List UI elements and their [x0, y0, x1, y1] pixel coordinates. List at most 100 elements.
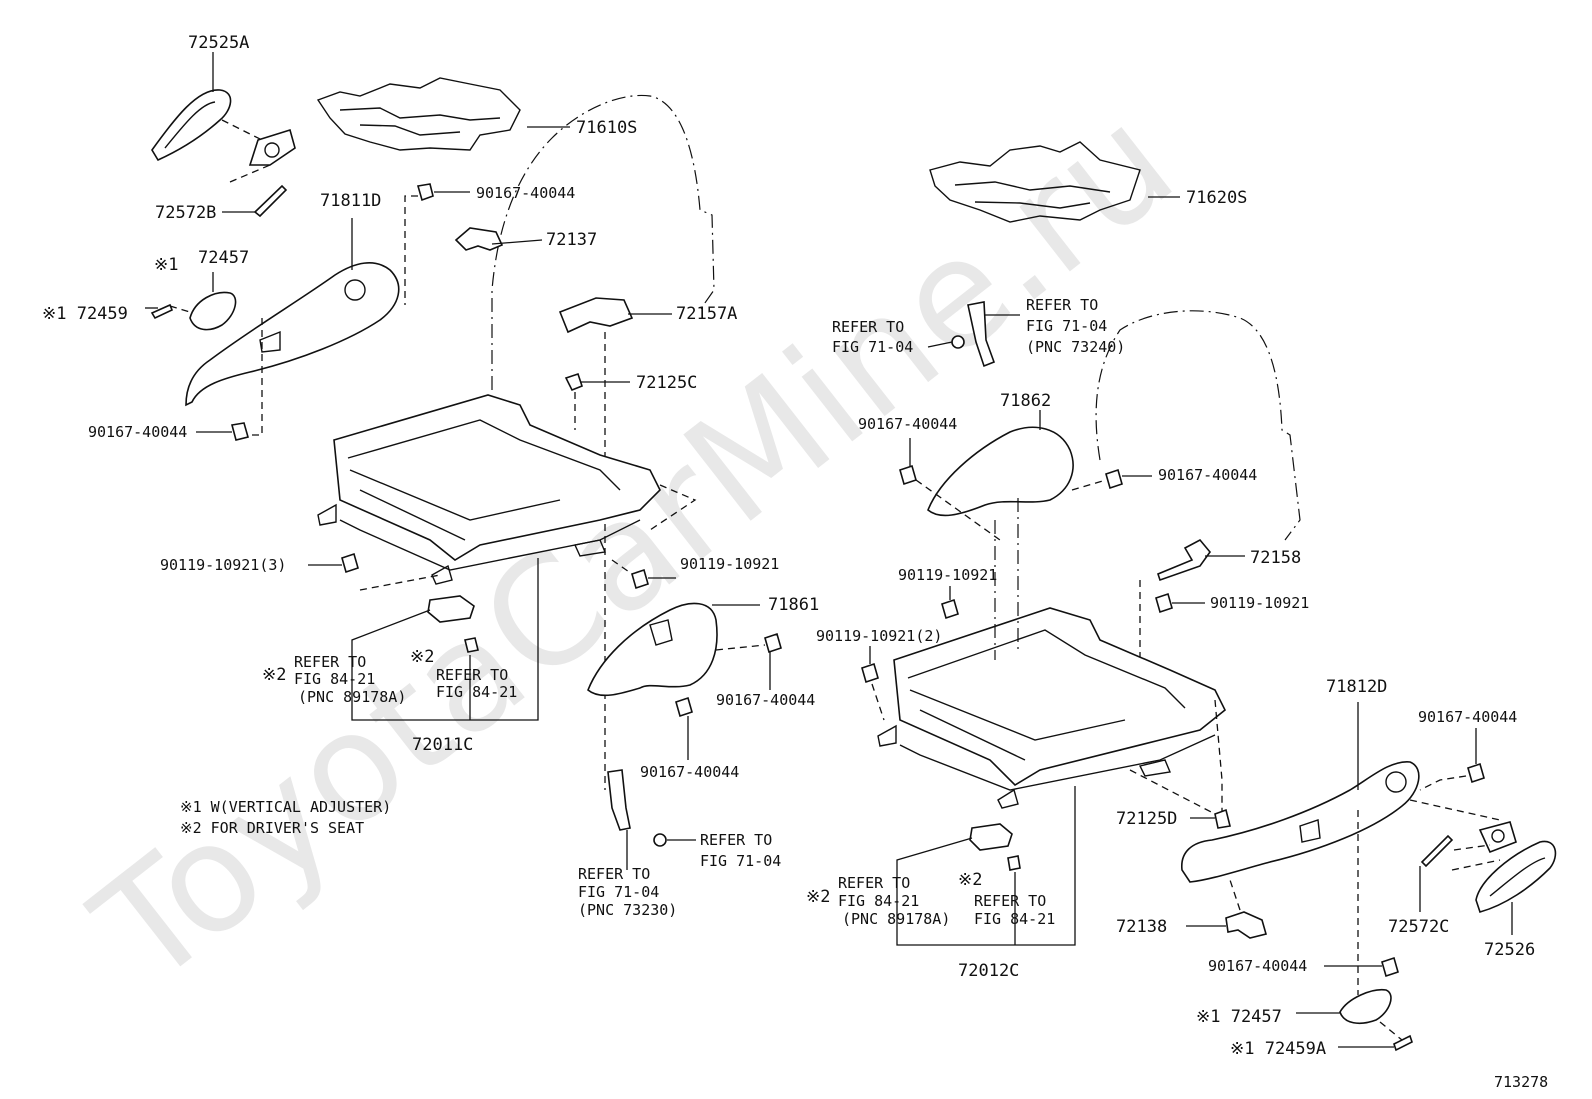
- label-ref-8421-c2: FIG 84-21: [838, 892, 919, 910]
- bolt-90167-b[interactable]: [196, 422, 249, 441]
- note-1: ※1 W(VERTICAL ADJUSTER): [180, 798, 391, 816]
- label-ref-7104-a1: REFER TO: [700, 831, 772, 849]
- label-90167-h: 90167-40044: [1208, 957, 1307, 975]
- part-72526[interactable]: [1475, 840, 1557, 935]
- label-71861: 71861: [768, 595, 819, 615]
- part-72158[interactable]: [1157, 538, 1245, 582]
- label-mark2-a: ※2: [410, 647, 434, 667]
- part-71610S[interactable]: [316, 77, 570, 151]
- label-90119-b: 90119-10921: [898, 566, 997, 584]
- label-ref-8421-d2: FIG 84-21: [974, 910, 1055, 928]
- label-72459-left: ※1 72459: [42, 304, 128, 324]
- part-72125D[interactable]: [1190, 808, 1231, 829]
- label-72157A: 72157A: [676, 304, 737, 324]
- label-mark2-d: ※2: [806, 887, 830, 907]
- seat-frame-right[interactable]: [877, 607, 1227, 809]
- bolt-90167-f[interactable]: [1105, 468, 1152, 490]
- label-90167-g: 90167-40044: [1418, 708, 1517, 726]
- label-mark2-b: ※2: [262, 665, 286, 685]
- part-72459A[interactable]: [1338, 1034, 1413, 1052]
- label-72457-right: ※1 72457: [1196, 1007, 1282, 1027]
- label-ref-8421-a3: (PNC 89178A): [298, 688, 406, 706]
- part-72572B[interactable]: [222, 128, 296, 218]
- label-mark1-72457: ※1: [154, 255, 178, 275]
- label-90167-d: 90167-40044: [640, 763, 739, 781]
- label-90167-b: 90167-40044: [88, 423, 187, 441]
- note-2: ※2 FOR DRIVER'S SEAT: [180, 819, 364, 837]
- bolt-90167-g[interactable]: [1467, 728, 1485, 784]
- bolt-90167-a[interactable]: [416, 183, 470, 202]
- bolt-90119-2[interactable]: [861, 646, 879, 684]
- label-72125C: 72125C: [636, 373, 697, 393]
- bolt-90119-c[interactable]: [1155, 592, 1205, 614]
- part-72138[interactable]: [1186, 911, 1267, 939]
- label-90119-2: 90119-10921(2): [816, 627, 942, 645]
- seat-frame-left[interactable]: [317, 394, 661, 585]
- part-72572C[interactable]: [1419, 821, 1517, 912]
- label-ref-8421-a1: REFER TO: [294, 653, 366, 671]
- label-72137: 72137: [546, 230, 597, 250]
- label-72572B: 72572B: [155, 203, 216, 223]
- label-72457-left: 72457: [198, 248, 249, 268]
- label-72012C: 72012C: [958, 961, 1019, 981]
- bolt-90119-3[interactable]: [308, 552, 359, 574]
- bolt-90167-h[interactable]: [1324, 956, 1399, 978]
- label-mark2-c: ※2: [958, 870, 982, 890]
- part-71862[interactable]: [927, 410, 1074, 517]
- label-90119-c: 90119-10921: [1210, 594, 1309, 612]
- label-ref-7104-b3: (PNC 73230): [578, 901, 677, 919]
- label-ref-7104-d2: FIG 71-04: [1026, 317, 1107, 335]
- label-72572C: 72572C: [1388, 917, 1449, 937]
- sensor-89178A-left[interactable]: [427, 595, 479, 653]
- figure-id: 713278: [1494, 1073, 1548, 1091]
- label-ref-8421-c1: REFER TO: [838, 874, 910, 892]
- label-71811D: 71811D: [320, 191, 381, 211]
- label-72011C: 72011C: [412, 735, 473, 755]
- bolt-90167-c[interactable]: [764, 632, 782, 690]
- label-ref-7104-d1: REFER TO: [1026, 296, 1098, 314]
- part-72125C[interactable]: [564, 372, 630, 392]
- label-90167-e: 90167-40044: [858, 415, 957, 433]
- label-90119-3: 90119-10921(3): [160, 556, 286, 574]
- part-72457-left[interactable]: [189, 272, 237, 331]
- label-72158: 72158: [1250, 548, 1301, 568]
- label-72125D: 72125D: [1116, 809, 1177, 829]
- label-ref-7104-c2: FIG 71-04: [832, 338, 913, 356]
- bolt-90167-d[interactable]: [675, 696, 693, 760]
- label-90167-f: 90167-40044: [1158, 466, 1257, 484]
- part-71620S[interactable]: [929, 141, 1180, 223]
- label-72526: 72526: [1484, 940, 1535, 960]
- part-71812D[interactable]: [1181, 702, 1420, 883]
- part-72137[interactable]: [454, 227, 543, 251]
- label-71812D: 71812D: [1326, 677, 1387, 697]
- buckle-73230[interactable]: [607, 769, 667, 847]
- label-ref-8421-a2: FIG 84-21: [294, 670, 375, 688]
- label-90119-a: 90119-10921: [680, 555, 779, 573]
- buckle-73240[interactable]: [951, 301, 996, 368]
- label-ref-8421-b1: REFER TO: [436, 666, 508, 684]
- part-71811D[interactable]: [185, 218, 400, 407]
- label-ref-8421-d1: REFER TO: [974, 892, 1046, 910]
- part-72157A[interactable]: [558, 297, 672, 334]
- label-71610S: 71610S: [576, 118, 637, 138]
- bolt-90119-a[interactable]: [631, 568, 676, 590]
- label-90167-c: 90167-40044: [716, 691, 815, 709]
- label-ref-8421-b2: FIG 84-21: [436, 683, 517, 701]
- label-ref-7104-b1: REFER TO: [578, 865, 650, 883]
- label-ref-7104-a2: FIG 71-04: [700, 852, 781, 870]
- label-90167-a: 90167-40044: [476, 184, 575, 202]
- label-ref-7104-b2: FIG 71-04: [578, 883, 659, 901]
- label-72138: 72138: [1116, 917, 1167, 937]
- label-ref-8421-c3: (PNC 89178A): [842, 910, 950, 928]
- part-71861[interactable]: [587, 602, 760, 697]
- part-72525A[interactable]: [151, 52, 232, 162]
- bolt-90119-b[interactable]: [941, 586, 959, 620]
- label-ref-7104-c1: REFER TO: [832, 318, 904, 336]
- part-72457-right[interactable]: [1296, 988, 1392, 1025]
- part-72459-left[interactable]: [145, 303, 174, 320]
- bolt-90167-e[interactable]: [899, 438, 917, 486]
- sensor-89178A-right[interactable]: [969, 823, 1021, 871]
- label-72459A: ※1 72459A: [1230, 1039, 1326, 1059]
